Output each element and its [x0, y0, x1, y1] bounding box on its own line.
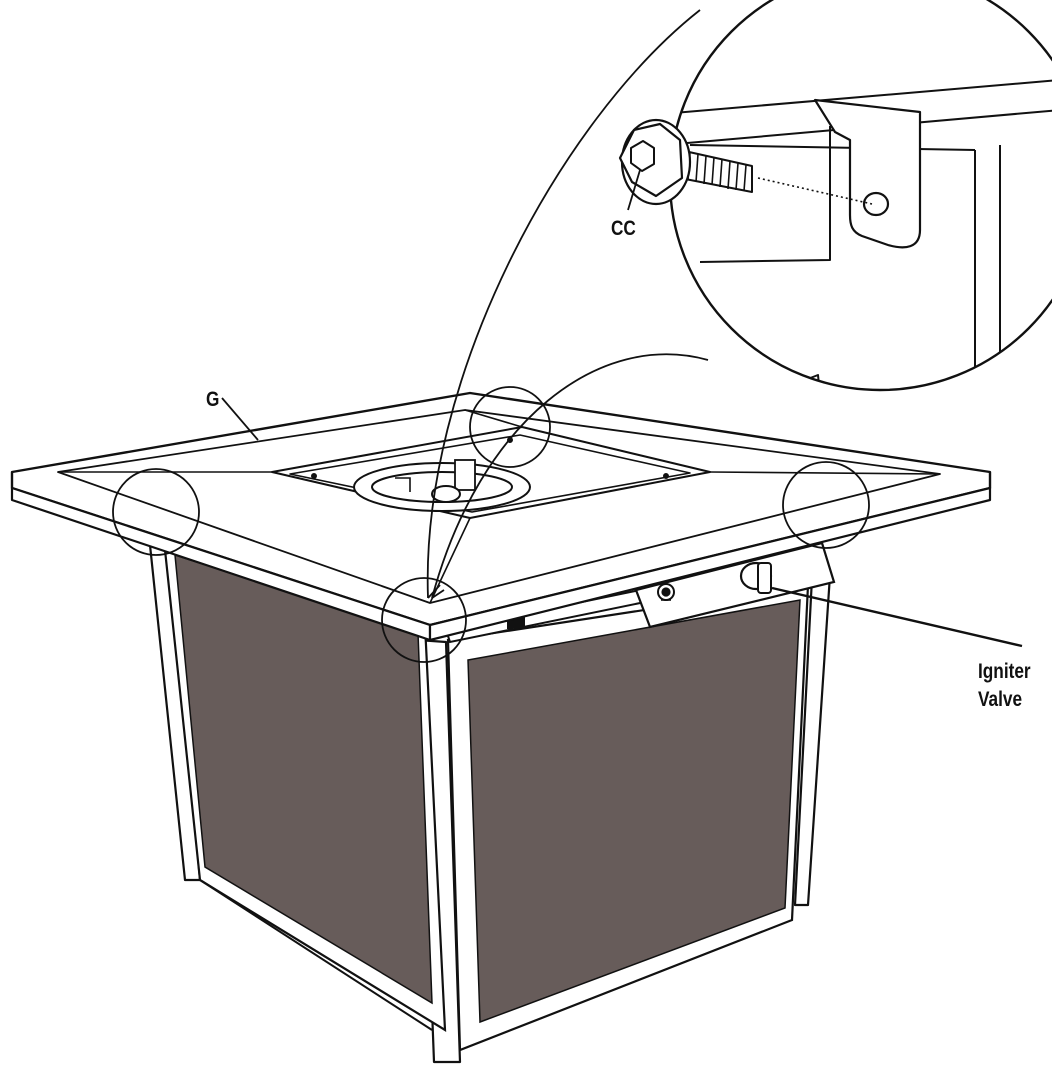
table-top [10, 391, 992, 642]
bolt-leader [627, 169, 641, 211]
detail-circle-left [112, 468, 200, 556]
igniter-valve-label: Igniter Valve [978, 660, 1031, 712]
igniter-button-icon [657, 583, 675, 601]
igniter-label: Igniter [978, 660, 1031, 683]
magnified-detail [668, 0, 1052, 392]
valve-label: Valve [978, 688, 1023, 711]
table-top-label: G [206, 388, 220, 411]
detail-circles [112, 386, 870, 663]
magnifier-leaders [426, 9, 709, 599]
igniter-valve-leader [771, 586, 1023, 648]
front-panel [446, 583, 810, 1052]
control-panel [634, 541, 836, 629]
left-side-panel [163, 548, 447, 1033]
detail-circle-front [381, 577, 467, 663]
detail-circle-right [782, 461, 870, 549]
burner-ring [353, 459, 531, 512]
detail-circle-back [469, 386, 551, 468]
assembly-arrows [427, 584, 445, 599]
bolt-label: CC [611, 217, 636, 240]
valve-knob-icon [739, 561, 773, 594]
table-top-leader [221, 397, 259, 441]
front-panel-fill [467, 599, 801, 1024]
flange-hex-bolt-icon [618, 118, 753, 206]
